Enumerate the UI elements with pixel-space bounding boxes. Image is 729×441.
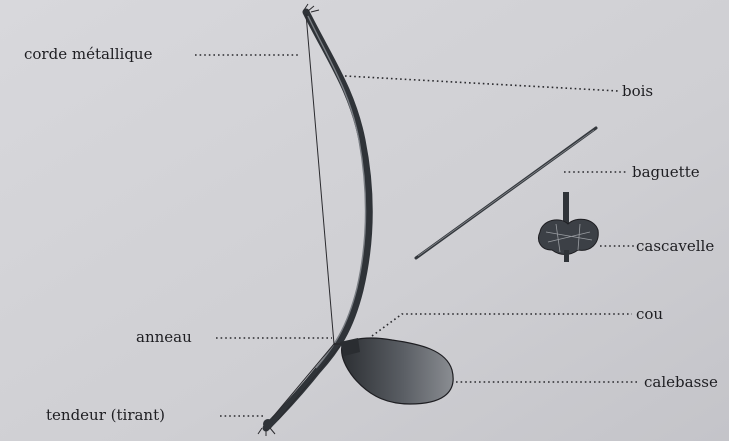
label-anneau: anneau: [136, 328, 192, 346]
label-calebasse: calebasse: [644, 373, 718, 391]
label-tendeur: tendeur (tirant): [46, 406, 165, 424]
label-cou: cou: [636, 305, 663, 323]
label-cascavelle: cascavelle: [636, 237, 714, 255]
label-corde-metallique: corde métallique: [24, 45, 153, 63]
cascavelle-handle-bottom: [564, 250, 569, 262]
label-bois: bois: [622, 82, 653, 100]
label-baguette: baguette: [632, 163, 700, 181]
tensioner-knot: [263, 419, 273, 429]
